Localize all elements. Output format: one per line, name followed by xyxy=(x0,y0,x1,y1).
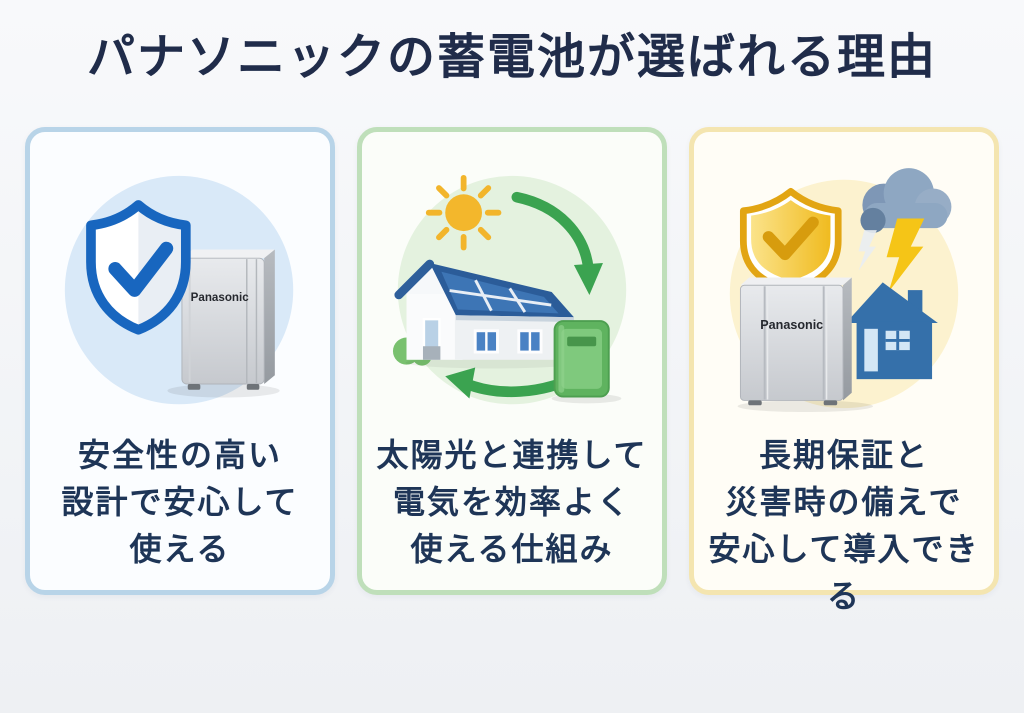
cards-row: Panasonic 安全性の高い 設計で安心して 使える xyxy=(0,127,1024,614)
card-safety-caption: 安全性の高い 設計で安心して 使える xyxy=(61,432,298,573)
panasonic-logo-text: Panasonic xyxy=(191,291,250,304)
card-solar-caption: 太陽光と連携して 電気を効率よく 使える仕組み xyxy=(376,432,647,573)
sun-icon xyxy=(425,175,502,251)
storm-cloud-icon xyxy=(860,168,952,234)
card-warranty: Panasonic 長期保証と 災害時の備えで 安心して導入できる xyxy=(689,127,999,614)
front-windows xyxy=(473,329,543,354)
house-icon xyxy=(845,282,938,380)
card-safety: Panasonic 安全性の高い 設計で安心して 使える xyxy=(25,127,335,596)
warranty-illustration-svg: Panasonic xyxy=(729,168,959,413)
panasonic-logo-text: Panasonic xyxy=(760,318,823,332)
safety-illustration-svg: Panasonic xyxy=(64,176,294,405)
solar-house-icon xyxy=(394,259,580,369)
caption-line: 電気を効率よく xyxy=(392,484,631,521)
gold-shield-check-icon xyxy=(739,188,842,294)
battery-unit-icon: Panasonic xyxy=(737,277,874,413)
solar-illustration-svg xyxy=(392,175,627,405)
page-title: パナソニックの蓄電池が選ばれる理由 xyxy=(86,31,937,84)
battery-unit-icon: Panasonic xyxy=(167,249,280,398)
green-battery-icon xyxy=(551,320,622,404)
solar-illustration xyxy=(362,137,662,420)
caption-line: 使える仕組み xyxy=(410,531,614,568)
shield-check-icon xyxy=(86,200,191,335)
card-solar-link: 太陽光と連携して 電気を効率よく 使える仕組み xyxy=(357,127,667,596)
poster: パナソニックの蓄電池が選ばれる理由 xyxy=(0,30,1024,614)
caption-line: 使える xyxy=(129,531,231,568)
safety-illustration: Panasonic xyxy=(30,137,330,420)
small-lightning-icon xyxy=(858,230,877,271)
caption-line: 長期保証と xyxy=(758,437,929,474)
caption-line: 設計で安心して xyxy=(61,484,299,521)
caption-line: 災害時の備えで xyxy=(725,484,963,521)
warranty-illustration: Panasonic xyxy=(694,137,994,420)
energy-flow-arrow-down-icon xyxy=(511,192,603,296)
caption-line: 太陽光と連携して xyxy=(376,437,648,474)
gable-window xyxy=(422,318,441,350)
caption-line: 安心して導入できる xyxy=(708,531,980,615)
card-warranty-caption: 長期保証と 災害時の備えで 安心して導入できる xyxy=(694,432,994,620)
lightning-bolt-icon xyxy=(886,218,925,293)
caption-line: 安全性の高い xyxy=(77,437,282,474)
